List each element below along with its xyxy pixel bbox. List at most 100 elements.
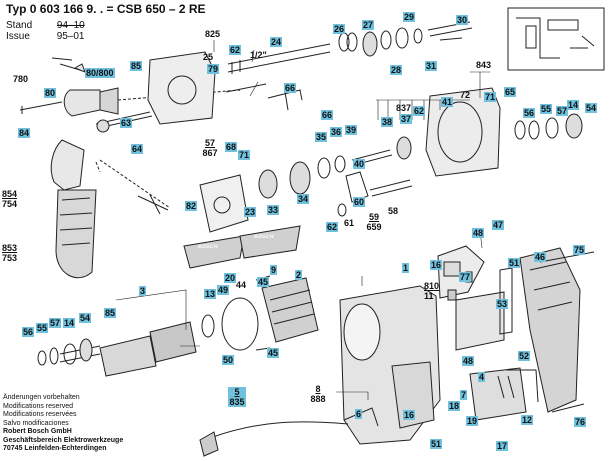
part-label-3: 3 bbox=[139, 286, 147, 296]
side-handle-grip bbox=[55, 189, 97, 279]
part-label-780: 780 bbox=[13, 74, 29, 84]
plate-82-hole bbox=[213, 196, 231, 214]
part-label-36: 36 bbox=[330, 127, 343, 137]
power-plug bbox=[199, 431, 219, 457]
part-label-6: 6 bbox=[355, 409, 363, 419]
part-label-20: 20 bbox=[224, 273, 237, 283]
part-label-71-top: 71 bbox=[484, 92, 497, 102]
part-label-37: 37 bbox=[400, 114, 413, 124]
brand-plate-20 bbox=[183, 235, 245, 269]
part-label-16-low: 16 bbox=[403, 410, 416, 420]
side-handle-clamp bbox=[50, 139, 85, 191]
shaft-58 bbox=[345, 171, 413, 203]
part-label-1: 1 bbox=[402, 263, 410, 273]
part-label-76: 76 bbox=[574, 417, 587, 427]
part-label-72: 72 bbox=[460, 90, 471, 100]
part-label-39: 39 bbox=[345, 125, 358, 135]
part-label-75: 75 bbox=[573, 245, 586, 255]
part-label-34: 34 bbox=[297, 194, 310, 204]
brand-badge-right: BOSCH bbox=[253, 234, 275, 240]
part-label-62-mid: 62 bbox=[413, 106, 426, 116]
footer-note-de: Änderungen vorbehalten bbox=[3, 394, 80, 401]
footer-note-es: Salvo modificaciones bbox=[3, 419, 69, 427]
issue-label: Issue bbox=[6, 31, 30, 42]
footer-address: 70745 Leinfelden-Echterdingen bbox=[3, 445, 107, 452]
part-label-57-low: 57 bbox=[49, 318, 62, 328]
switch-16 bbox=[443, 261, 461, 277]
part-label-28: 28 bbox=[390, 65, 403, 75]
chuck-sleeve bbox=[99, 87, 119, 115]
gear-set-middle bbox=[258, 136, 412, 199]
footer-notes: Änderungen vorbehalten Modifications res… bbox=[3, 394, 123, 454]
inset-detail-box bbox=[507, 7, 605, 71]
stand-old-value: 94–10 bbox=[56, 20, 85, 31]
cable-12 bbox=[506, 369, 539, 403]
gear-housing bbox=[147, 51, 216, 125]
screw-76 bbox=[551, 403, 585, 413]
depth-stop-rod bbox=[95, 159, 171, 209]
motor-housing-bore bbox=[343, 303, 381, 361]
part-label-41: 41 bbox=[441, 97, 454, 107]
part-label-13: 13 bbox=[204, 289, 217, 299]
part-label-62-top: 62 bbox=[229, 45, 242, 55]
part-label-33: 33 bbox=[267, 205, 280, 215]
part-label-40: 40 bbox=[353, 159, 366, 169]
part-label-68: 68 bbox=[225, 142, 238, 152]
power-cable bbox=[209, 421, 349, 439]
part-label-35: 35 bbox=[315, 132, 328, 142]
part-label-825: 825 bbox=[205, 29, 221, 39]
screw-84 bbox=[19, 101, 63, 114]
part-label-56-low: 56 bbox=[22, 327, 35, 337]
part-label-23: 23 bbox=[244, 207, 257, 217]
handle-shell-46 bbox=[519, 247, 581, 413]
gearbox-bore bbox=[437, 101, 483, 163]
part-label-38: 38 bbox=[381, 117, 394, 127]
part-label-50: 50 bbox=[222, 355, 235, 365]
part-label-66-b: 66 bbox=[321, 110, 334, 120]
part-label-843: 843 bbox=[476, 60, 492, 70]
field-windings bbox=[269, 289, 315, 325]
part-label-48-low: 48 bbox=[462, 356, 475, 366]
switch-block-53 bbox=[455, 291, 505, 351]
part-label-56-top: 56 bbox=[523, 108, 536, 118]
part-label-79: 79 bbox=[207, 64, 220, 74]
part-label-46: 46 bbox=[534, 252, 547, 262]
chuck-key bbox=[51, 57, 81, 71]
part-label-14-low: 14 bbox=[63, 318, 76, 328]
handle-ribs bbox=[529, 261, 573, 311]
brand-plate-9 bbox=[239, 225, 301, 259]
part-label-12: 12 bbox=[521, 415, 534, 425]
armature-commutator bbox=[99, 335, 157, 377]
part-label-77: 77 bbox=[459, 272, 472, 282]
part-label-54-top: 54 bbox=[585, 103, 598, 113]
type-title: Typ 0 603 166 9. . = CSB 650 – 2 RE bbox=[6, 2, 206, 16]
part-label-61: 61 bbox=[344, 218, 355, 228]
part-label-55-top: 55 bbox=[540, 104, 553, 114]
top-bearing-row bbox=[338, 21, 473, 57]
brush-810 bbox=[447, 289, 457, 301]
part-label-16-top: 16 bbox=[430, 260, 443, 270]
part-label-64: 64 bbox=[131, 144, 144, 154]
part-label-63: 63 bbox=[120, 118, 133, 128]
part-label-27: 27 bbox=[362, 20, 375, 30]
part-label-66-a: 66 bbox=[284, 83, 297, 93]
terminal-pins bbox=[497, 375, 515, 399]
part-label-52: 52 bbox=[518, 351, 531, 361]
dimension-mark: 1/2" bbox=[250, 50, 267, 60]
knob-63 bbox=[96, 119, 110, 133]
part-label-4: 4 bbox=[478, 372, 486, 382]
part-label-57-top: 57 bbox=[556, 106, 569, 116]
part-label-82: 82 bbox=[185, 201, 198, 211]
lever-66 bbox=[267, 89, 303, 111]
pin-66 bbox=[225, 83, 267, 93]
part-label-44: 44 bbox=[236, 280, 247, 290]
footer-division: Geschäftsbereich Elektrowerkzeuge bbox=[3, 436, 124, 444]
part-label-60: 60 bbox=[353, 197, 366, 207]
part-label-80-800: 80/800 bbox=[85, 68, 115, 78]
part-label-45-top: 45 bbox=[257, 277, 270, 287]
